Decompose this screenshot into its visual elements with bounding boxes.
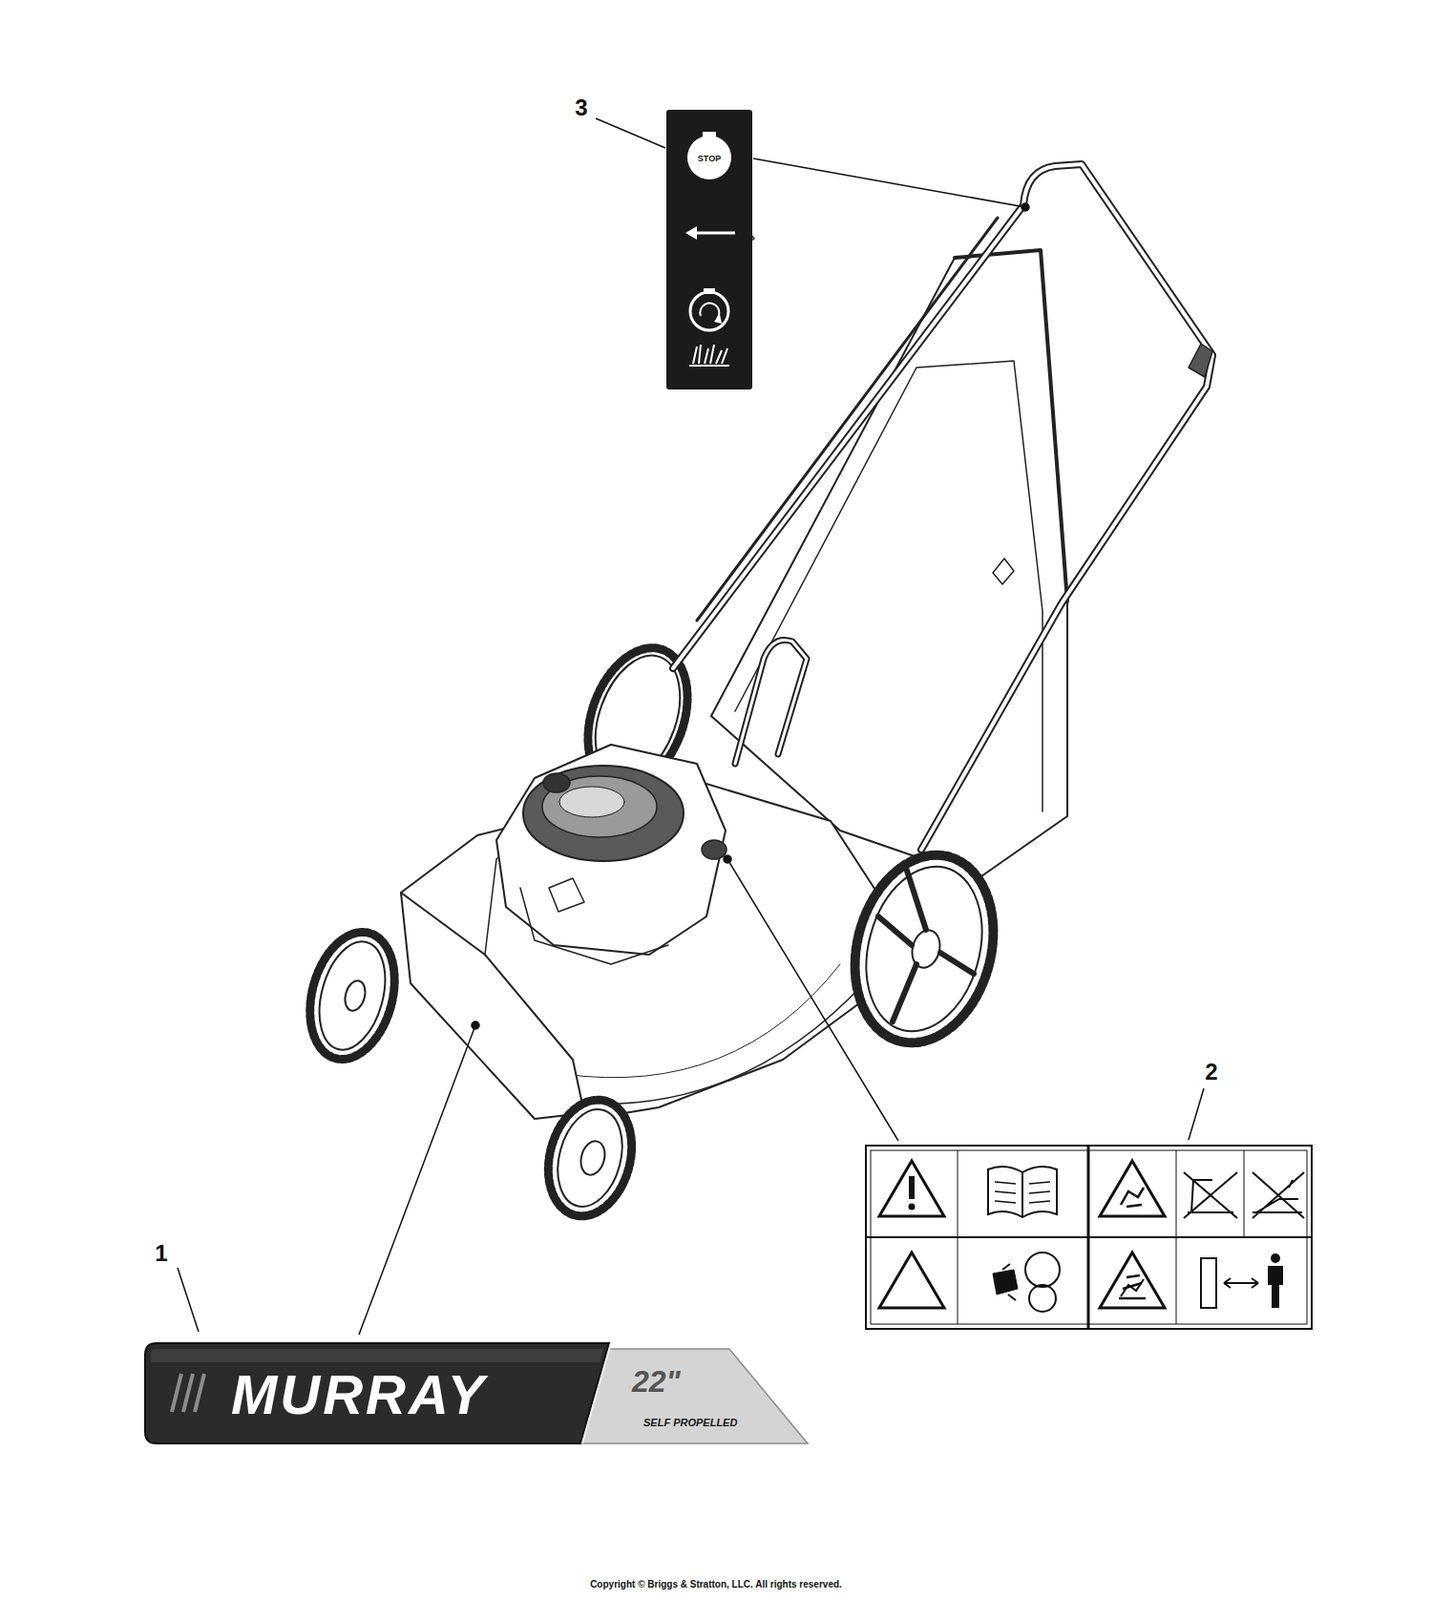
banner-highlight (150, 1348, 604, 1363)
direction-arrow (691, 231, 736, 235)
banner-separator (582, 1343, 611, 1444)
safety-decal (865, 1145, 1312, 1329)
control-decal: STOP (666, 109, 753, 390)
copyright-note: Copyright © Briggs & Stratton, LLC. All … (589, 1579, 843, 1590)
stop-icon (687, 135, 732, 180)
stop-icon-notch (702, 131, 716, 139)
banner-slashes (171, 1373, 205, 1412)
banner-ground (145, 1343, 610, 1444)
size-text: 22" (631, 1366, 681, 1397)
run-icon (690, 292, 729, 331)
rotation-arrow (699, 303, 719, 319)
callout-number: 1 (154, 1242, 168, 1265)
drive-type-text: SELF PROPELLED (643, 1417, 738, 1429)
callout-number: 3 (574, 96, 588, 120)
brand-decal: MURRAY 22" SELF PROPELLED (139, 1337, 812, 1450)
stop-text: STOP (697, 154, 721, 164)
run-icon-notch (703, 288, 716, 295)
callout-number: 2 (1204, 1060, 1218, 1084)
decal-ground (666, 109, 753, 390)
rotation-head (714, 314, 722, 324)
arrow-head (685, 226, 697, 240)
grass-icon (689, 344, 730, 366)
brand-name: MURRAY (231, 1367, 487, 1423)
control-decal-art (666, 109, 753, 390)
